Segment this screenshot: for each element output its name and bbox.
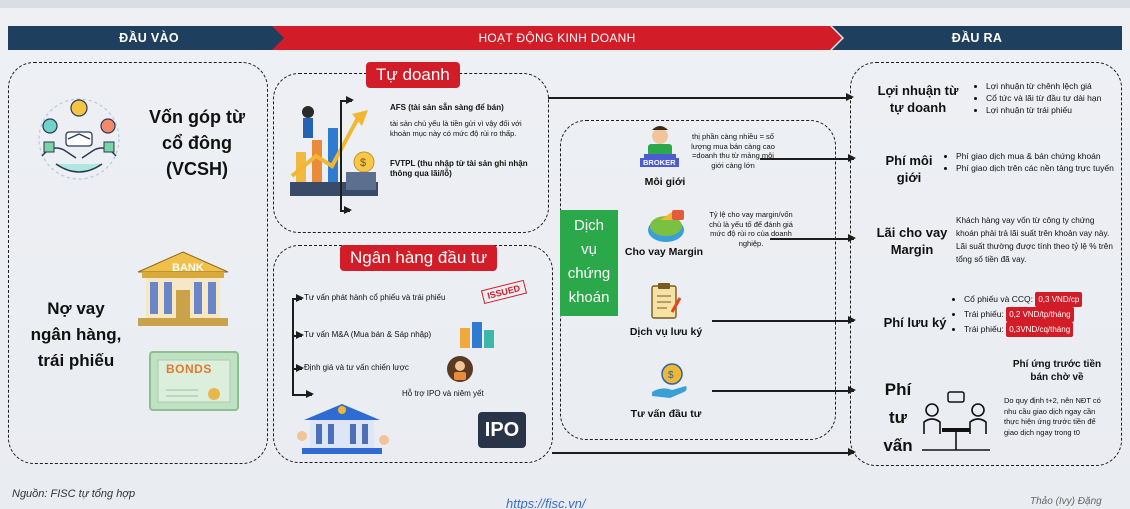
consulting-people-icon	[922, 391, 990, 451]
header-business: HOẠT ĐỘNG KINH DOANH	[272, 26, 842, 50]
top-rule	[0, 0, 1130, 8]
ma-buildings-icon	[460, 322, 494, 348]
custody-document-icon	[651, 283, 682, 319]
prop-profit-item: Lợi nhuận từ trái phiếu	[986, 104, 1101, 116]
broker-fee-item: Phí giao dịch trên các nền tảng trực tuy…	[956, 162, 1118, 174]
advance-fee-title: Phí ứng trước tiền bán chờ về	[1012, 359, 1102, 383]
custody-to-output-arrow	[712, 317, 856, 323]
ib-item-issuance: Tư vấn phát hành cổ phiếu và trái phiếu	[304, 293, 446, 302]
header-inputs: ĐẦU VÀO	[8, 26, 290, 50]
advisory-to-output-arrow	[712, 387, 856, 393]
prop-trading-title: Tự doanh	[366, 62, 460, 88]
source-note: Nguồn: FISC tự tổng hợp	[12, 488, 136, 500]
margin-note: Tỷ lệ cho vay margin/vốn chủ là yếu tố đ…	[709, 210, 793, 248]
ipo-board: IPO	[478, 412, 526, 448]
securities-title: Dịch vụ chứng khoán	[560, 210, 618, 316]
advisory-label: Tư vấn đầu tư	[630, 408, 702, 420]
custody-fee-value: 0,2 VND/tp/tháng	[1006, 307, 1074, 322]
inputs-panel	[8, 62, 268, 464]
broker-to-output-arrow	[760, 155, 856, 161]
growth-chart-icon: $	[290, 106, 378, 196]
ib-item-valuation: Định giá và tư vấn chiến lược	[304, 363, 409, 372]
prop-profit-title: Lợi nhuận từ tự doanh	[877, 83, 959, 115]
custody-fee-row: Trái phiếu: 0,2 VND/tp/tháng	[964, 307, 1082, 322]
prop-profit-list: Lợi nhuận từ chênh lệch giá Cổ tức và lã…	[976, 80, 1101, 116]
prop-to-output-arrow	[548, 94, 854, 100]
custody-fee-value: 0,3VND/cq/tháng	[1006, 322, 1074, 337]
equity-label: Vốn góp từ cổ đông (VCSH)	[148, 107, 245, 179]
custody-fee-value: 0,3 VND/cp	[1035, 292, 1083, 307]
advisory-fee-title: Phí tư vấn	[883, 380, 913, 455]
ib-bracket	[292, 298, 294, 394]
bank-building-icon	[137, 251, 229, 326]
bank-sign: BANK	[172, 262, 204, 274]
ib-item-ma: Tư vấn M&A (Mua bán & Sáp nhập)	[304, 330, 432, 339]
prop-profit-item: Lợi nhuận từ chênh lệch giá	[986, 80, 1101, 92]
custody-fee-row: Cổ phiếu và CCQ: 0,3 VND/cp	[964, 292, 1083, 307]
prop-profit-item: Cổ tức và lãi từ đầu tư dài hạn	[986, 92, 1101, 104]
bonds-sign: BONDS	[166, 362, 212, 376]
broker-fee-title: Phí môi giới	[885, 153, 933, 185]
advance-fee-desc: Do quy định t+2, nên NĐT có nhu cầu giao…	[1004, 396, 1101, 437]
ib-bank-illustration	[297, 404, 389, 454]
margin-label: Cho vay Margin	[624, 246, 704, 258]
strategy-person-icon	[447, 356, 473, 382]
ib-arrow-3	[292, 365, 304, 371]
header-outputs: ĐẦU RA	[832, 26, 1122, 50]
margin-interest-desc: Khách hàng vay vốn từ công ty chứng khoá…	[956, 216, 1113, 264]
debt-label: Nợ vay ngân hàng, trái phiếu	[30, 299, 122, 370]
ib-to-output-arrow	[552, 449, 856, 455]
author-credit: Thảo (Ivy) Đặng	[1030, 496, 1102, 507]
brokerage-label: Môi giới	[644, 176, 686, 188]
custody-fee-title: Phí lưu ký	[883, 315, 947, 330]
margin-to-output-arrow	[770, 235, 856, 241]
advisory-hand-icon: $	[652, 363, 687, 398]
prop-bracket	[340, 100, 342, 210]
broker-badge: BROKER	[640, 158, 679, 167]
brokerage-note: thị phần càng nhiều = số lượng mua bán c…	[691, 132, 775, 170]
svg-text:$: $	[668, 370, 674, 381]
ib-arrow-2	[292, 332, 304, 338]
ib-arrow-1	[292, 295, 304, 301]
source-link[interactable]: https://fisc.vn/	[506, 496, 586, 509]
ib-arrow-4	[292, 391, 314, 397]
ib-item-ipo: Hỗ trợ IPO và niêm yết	[402, 389, 484, 398]
custody-fee-list: Cổ phiếu và CCQ: 0,3 VND/cp Trái phiếu: …	[954, 292, 1083, 337]
custody-label: Dịch vụ lưu ký	[629, 326, 703, 338]
margin-loan-icon	[648, 210, 684, 242]
ib-title: Ngân hàng đầu tư	[340, 245, 498, 271]
svg-text:$: $	[360, 157, 366, 169]
prop-fvtpl-arrow	[340, 207, 352, 213]
prop-afs-arrow	[340, 97, 354, 103]
broker-fee-list: Phí giao dịch mua & bán chứng khoán Phí …	[946, 150, 1118, 174]
fvtpl-title: FVTPL (thu nhập từ tài sản ghi nhận thôn…	[390, 159, 528, 178]
broker-fee-item: Phí giao dịch mua & bán chứng khoán	[956, 150, 1118, 162]
outputs-panel	[850, 62, 1122, 466]
afs-description: tài sản chủ yếu là tiền gửi vì vậy đối v…	[390, 119, 522, 138]
custody-fee-row: Trái phiếu: 0,3VND/cq/tháng	[964, 322, 1082, 337]
handshake-people-icon	[38, 98, 120, 180]
margin-interest-title: Lãi cho vay Margin	[876, 225, 948, 257]
bonds-certificate-icon	[149, 351, 239, 411]
afs-title: AFS (tài sản sẵn sàng để bán)	[390, 103, 504, 112]
